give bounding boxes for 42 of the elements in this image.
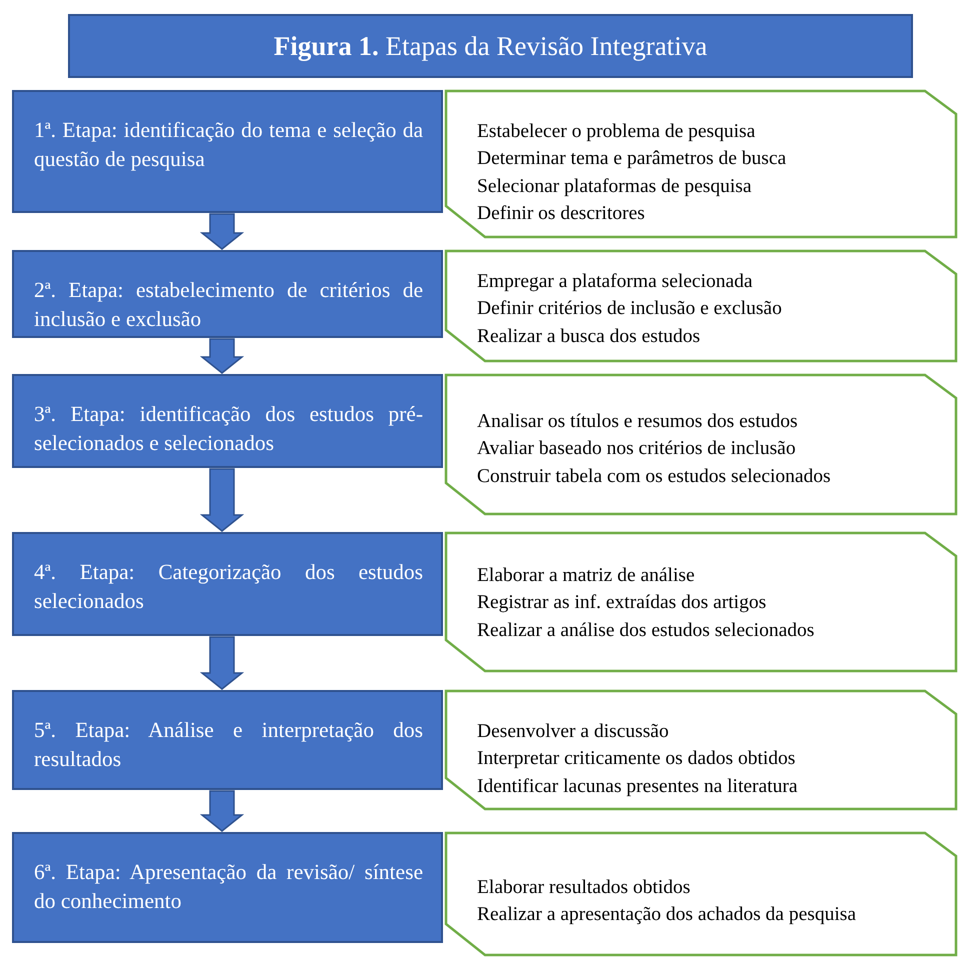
step-item: Elaborar resultados obtidos bbox=[477, 876, 690, 900]
stage-title: 5ª. Etapa: Análise e interpretação dos resultados bbox=[34, 717, 423, 774]
down-arrow bbox=[200, 468, 244, 532]
stage-title: 1ª. Etapa: identificação do tema e seleção da questão de pesquisa bbox=[34, 117, 423, 174]
stage-title: 6ª. Etapa: Apresentação da revisão/ síntese do conhecimento bbox=[34, 859, 423, 916]
step-item: Avaliar baseado nos critérios de inclusão bbox=[477, 437, 796, 462]
down-arrow bbox=[200, 213, 244, 250]
step-item: Empregar a plataforma selecionada bbox=[477, 270, 753, 294]
step-item: Desenvolver a discussão bbox=[477, 720, 669, 744]
step-item: Realizar a apresentação dos achados da pesquisa bbox=[477, 903, 856, 928]
detail-callout bbox=[445, 532, 957, 672]
step-item: Selecionar plataformas de pesquisa bbox=[477, 174, 752, 199]
step-item: Realizar a busca dos estudos bbox=[477, 324, 700, 349]
stage-box bbox=[12, 374, 443, 468]
step-item: Definir critérios de inclusão e exclusão bbox=[477, 297, 782, 322]
detail-callout bbox=[445, 374, 957, 515]
stage-title: 4ª. Etapa: Categorização dos estudos selecionados bbox=[34, 559, 423, 616]
stage-box bbox=[12, 90, 443, 213]
step-item: Analisar os títulos e resumos dos estudos bbox=[477, 410, 798, 434]
detail-callout bbox=[445, 250, 957, 362]
down-arrow bbox=[200, 338, 244, 374]
figure-title: Figura 1. Etapas da Revisão Integrativa bbox=[274, 30, 708, 62]
step-item: Estabelecer o problema de pesquisa bbox=[477, 120, 756, 144]
step-item: Determinar tema e parâmetros de busca bbox=[477, 147, 786, 172]
step-item: Elaborar a matriz de análise bbox=[477, 564, 695, 588]
stage-box bbox=[12, 690, 443, 790]
step-item: Definir os descritores bbox=[477, 202, 645, 226]
step-item: Interpretar criticamente os dados obtidos bbox=[477, 747, 796, 772]
detail-callout bbox=[445, 690, 957, 810]
step-item: Realizar a análise dos estudos selecionados bbox=[477, 618, 814, 643]
stage-box bbox=[12, 832, 443, 943]
detail-callout bbox=[445, 832, 957, 956]
step-item: Registrar as inf. extraídas dos artigos bbox=[477, 591, 766, 616]
stage-title: 2ª. Etapa: estabelecimento de critérios de inclusão e exclusão bbox=[34, 277, 423, 334]
step-item: Identificar lacunas presentes na literatura bbox=[477, 774, 798, 799]
down-arrow bbox=[200, 790, 244, 832]
step-item: Construir tabela com os estudos selecionados bbox=[477, 464, 831, 489]
stage-box bbox=[12, 532, 443, 636]
down-arrow bbox=[200, 636, 244, 690]
detail-callout bbox=[445, 90, 957, 238]
stage-title: 3ª. Etapa: identificação dos estudos pré-selecionados e selecionados bbox=[34, 401, 423, 458]
stage-box bbox=[12, 250, 443, 338]
